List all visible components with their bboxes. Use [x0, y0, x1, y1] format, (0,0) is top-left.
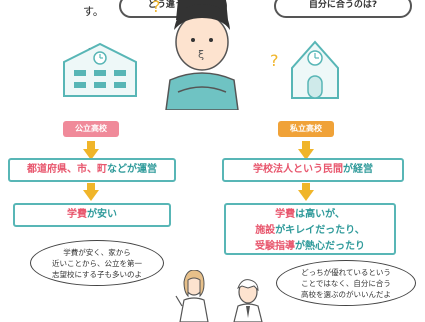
public-fee-highlight: 学費	[67, 209, 87, 220]
speech-line: 学費が安く、家から	[63, 248, 131, 257]
private-guidance-text: が熱心	[295, 241, 325, 252]
arrow-down-icon	[298, 149, 314, 160]
private-fee-text: は高いが、	[295, 209, 345, 220]
speech-line: 志望校にする子も多いのよ	[51, 270, 143, 279]
private-operator-highlight: 学校法人という民間	[253, 164, 343, 175]
partial-text-1: す。	[83, 5, 104, 18]
public-speech-bubble: 学費が安く、家から 近いことから、公立を第一 志望校にする子も多いのよ	[30, 240, 164, 286]
clock-tower-icon: ?	[270, 40, 339, 99]
girl-teacher-illustration	[175, 270, 209, 322]
private-guidance-highlight: 受験指導	[255, 241, 295, 252]
kanji-mark: ξ	[198, 48, 204, 61]
arrow-stem	[87, 183, 95, 190]
question-mark-left: ?	[152, 0, 161, 16]
public-fee-box: 学費が安い	[13, 203, 171, 227]
arrow-stem	[302, 141, 310, 149]
public-operator-highlight: 都道府県、市、町	[27, 164, 107, 175]
arrow-down-icon	[83, 190, 99, 201]
arrow-stem	[302, 183, 310, 190]
private-fee-highlight: 学費	[275, 209, 296, 220]
arrow-stem	[87, 141, 95, 149]
student-boy-illustration: ? ξ	[152, 0, 239, 110]
boy-student-illustration	[233, 279, 263, 322]
private-facility-text: がキレイ	[275, 225, 316, 236]
public-fee-text: が安い	[87, 209, 117, 220]
speech-line: どっちが優れているという	[301, 268, 391, 277]
public-operator-text: などが運営	[107, 164, 157, 175]
arrow-down-icon	[298, 190, 314, 201]
school-building-icon	[63, 42, 137, 97]
question-bubble-right: 自分に合うのは?	[274, 0, 412, 18]
private-school-tag: 私立高校	[278, 121, 334, 137]
private-speech-bubble: どっちが優れているという ことではなく、自分に合う 高校を選ぶのがいいんだよ	[276, 260, 416, 306]
private-facility-suffix: だったり、	[315, 225, 365, 236]
public-operator-box: 都道府県、市、町などが運営	[8, 158, 176, 182]
private-operator-text: が経営	[343, 164, 373, 175]
arrow-down-icon	[83, 149, 99, 160]
speech-line: 近いことから、公立を第一	[52, 259, 142, 268]
private-operator-box: 学校法人という民間が経営	[222, 158, 404, 182]
question-mark-right: ?	[270, 51, 279, 70]
private-guidance-suffix: だったり	[325, 241, 365, 252]
private-facility-highlight: 施設	[255, 225, 276, 236]
speech-line: 高校を選ぶのがいいんだよ	[301, 290, 391, 299]
speech-line: ことではなく、自分に合う	[301, 279, 391, 288]
public-school-tag: 公立高校	[63, 121, 119, 137]
private-detail-box: 学費は高いが、 施設がキレイだったり、 受験指導が熱心だったり	[224, 203, 396, 255]
